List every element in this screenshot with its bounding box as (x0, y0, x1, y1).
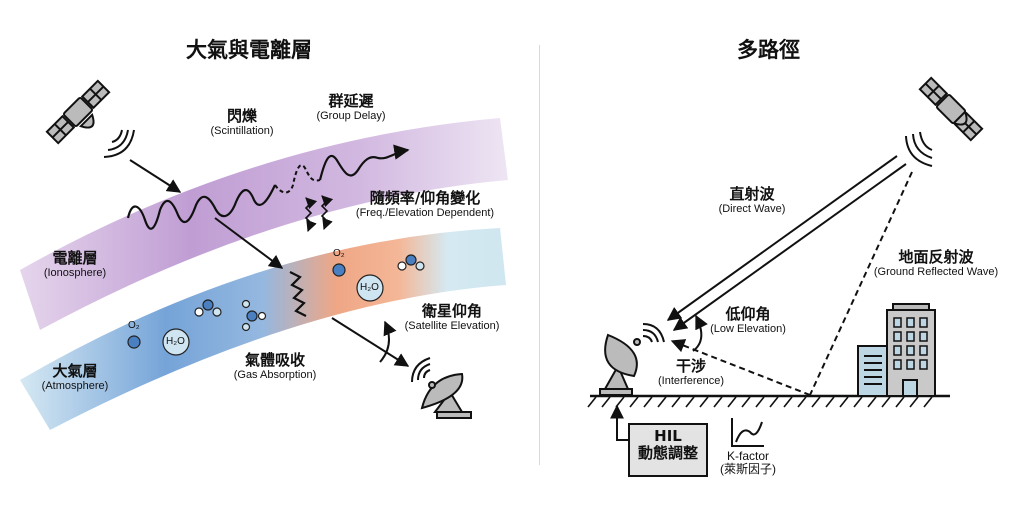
group-delay-dashed (274, 164, 321, 194)
absorption-wave (289, 271, 307, 317)
kfactor-graph-icon (731, 418, 764, 447)
hatch-mark (909, 396, 919, 408)
h2o-molecule-2 (356, 274, 384, 302)
ground-station-dish-left (420, 372, 472, 419)
building-window (906, 317, 915, 328)
hatch-mark (769, 396, 779, 408)
building-window (893, 317, 902, 328)
hatch-mark (601, 396, 611, 408)
gas-absorption-label: 氣體吸收 (Gas Absorption) (233, 351, 317, 381)
hatch-mark (741, 396, 751, 408)
hatch-mark (811, 396, 821, 408)
building-window (919, 359, 928, 370)
freq-elevation-label: 隨頻率/仰角變化 (Freq./Elevation Dependent) (355, 189, 495, 219)
group-delay-label: 群延遲 (Group Delay) (316, 92, 386, 122)
left-panel-title: 大氣與電離層 (186, 38, 312, 62)
incoming-signal-arrow (129, 159, 182, 193)
o2-text-2: O₂ (333, 248, 345, 259)
molecules (127, 254, 425, 356)
signal-waves-dish-right (642, 323, 665, 343)
hatch-mark (671, 396, 681, 408)
hatch-mark (797, 396, 807, 408)
hatch-mark (825, 396, 835, 408)
building-window (893, 345, 902, 356)
freq-squiggle-arrows (304, 195, 334, 233)
hatch-mark (643, 396, 653, 408)
hatch-mark (783, 396, 793, 408)
interference-label: 干涉 (Interference) (657, 357, 725, 387)
building-window (919, 331, 928, 342)
h2o-text: H₂O (166, 336, 185, 347)
signal-waves-right (905, 131, 933, 167)
hatch-mark (615, 396, 625, 408)
signal-waves-dish-left (411, 357, 431, 383)
panel-divider (539, 45, 540, 465)
hatch-mark (853, 396, 863, 408)
ground-hatching (587, 396, 933, 408)
h2o-text-2: H₂O (360, 282, 379, 293)
hatch-mark (713, 396, 723, 408)
low-elevation-arc (692, 314, 708, 352)
hatch-mark (923, 396, 933, 408)
h2o-molecule (162, 328, 190, 356)
hatch-mark (895, 396, 905, 408)
elevation-angle-arc (379, 320, 397, 363)
hatch-mark (867, 396, 877, 408)
hatch-mark (587, 396, 597, 408)
hatch-mark (685, 396, 695, 408)
ground-reflected-label: 地面反射波 (Ground Reflected Wave) (873, 248, 999, 278)
reflected-wave-incoming (809, 171, 913, 396)
water-molecule-icon (194, 299, 222, 317)
building-window (906, 345, 915, 356)
satellite-elevation-label: 衛星仰角 (Satellite Elevation) (404, 302, 500, 332)
signal-waves-left (103, 129, 135, 158)
o2-molecule (127, 335, 141, 349)
right-panel-title: 多路徑 (737, 38, 800, 62)
hatch-mark (727, 396, 737, 408)
hatch-mark (839, 396, 849, 408)
satellite-icon-right (918, 76, 984, 142)
direct-wave-line-1 (666, 155, 898, 321)
atmosphere-band (20, 228, 506, 430)
building-window (893, 331, 902, 342)
building-window (906, 359, 915, 370)
hatch-mark (657, 396, 667, 408)
direct-wave-label: 直射波 (Direct Wave) (718, 185, 786, 215)
low-elevation-label: 低仰角 (Low Elevation) (710, 305, 786, 335)
signal-to-ground-arrow (331, 317, 410, 367)
ground-station-dish-right (599, 333, 641, 396)
methane-molecule-icon (241, 299, 267, 332)
hatch-mark (881, 396, 891, 408)
hil-box (628, 423, 708, 477)
building-icon-tall (886, 303, 936, 397)
hatch-mark (699, 396, 709, 408)
ionosphere-band (20, 118, 508, 330)
direct-wave-line-2 (672, 163, 907, 331)
scintillation-label: 閃爍 (Scintillation) (210, 107, 274, 137)
ionosphere-label: 電離層 (Ionosphere) (43, 249, 107, 279)
group-delay-wave (318, 144, 410, 181)
water-molecule-icon-2 (397, 254, 425, 271)
building-window (919, 317, 928, 328)
o2-text: O₂ (128, 320, 140, 331)
scintillation-wave (126, 184, 276, 230)
building-icon-small (857, 345, 889, 397)
building-window (906, 331, 915, 342)
hil-box-label: HIL 動態調整 (637, 427, 698, 462)
hil-feedback-arrow (610, 404, 632, 441)
kfactor-label: K-factor (萊斯因子) (720, 449, 776, 477)
o2-molecule-2 (332, 263, 346, 277)
hatch-mark (629, 396, 639, 408)
satellite-icon-left (45, 79, 111, 145)
building-window (919, 345, 928, 356)
building-window (893, 359, 902, 370)
signal-to-atmosphere-arrow (214, 217, 284, 269)
atmosphere-label: 大氣層 (Atmosphere) (41, 362, 109, 392)
hatch-mark (755, 396, 765, 408)
